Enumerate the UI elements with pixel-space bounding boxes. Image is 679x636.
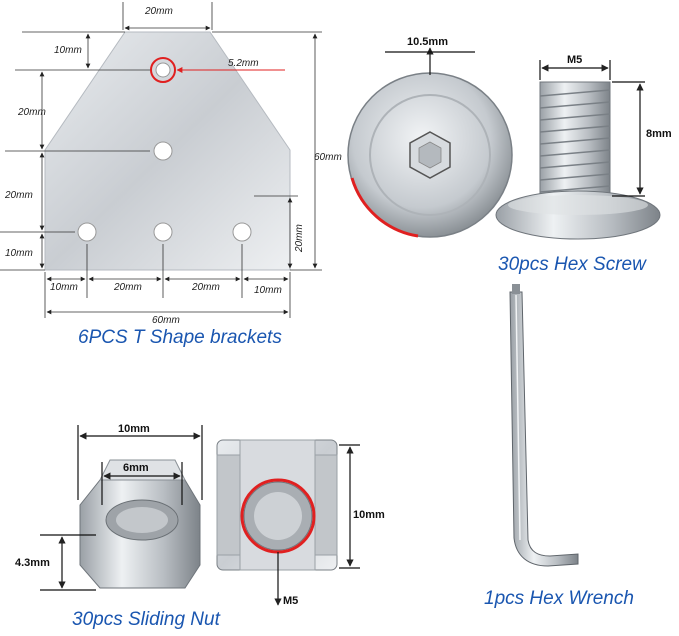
t-bracket: 5.2mm 20mm 10mm 20mm 20mm 10mm 60mm 20mm — [0, 2, 342, 348]
dim-nut-thread: M5 — [283, 595, 298, 607]
dim-left-mid: 20mm — [17, 107, 46, 118]
bracket-hole-right — [232, 222, 252, 242]
hex-wrench: 1pcs Hex Wrench — [484, 284, 634, 609]
dim-screw-length: 8mm — [646, 128, 672, 140]
hex-screw: 10.5mm M5 8mm 30pcs Hex Screw — [347, 36, 672, 275]
dim-top: 20mm — [144, 6, 173, 17]
dim-left-low: 20mm — [4, 190, 33, 201]
sliding-nut: 10mm 6mm 4.3mm M5 10mm 30pcs Sliding Nut — [15, 423, 385, 630]
dim-screw-head: 10.5mm — [407, 36, 448, 48]
nut-caption: 30pcs Sliding Nut — [72, 609, 221, 630]
dim-hole-dia: 5.2mm — [228, 58, 259, 69]
dim-width: 60mm — [152, 315, 180, 326]
dim-nut-width: 10mm — [118, 423, 150, 435]
bracket-hole-center — [153, 222, 173, 242]
dim-nut-height: 4.3mm — [15, 557, 50, 569]
dim-nut-side: 10mm — [353, 509, 385, 521]
dim-height: 60mm — [314, 152, 342, 163]
bracket-caption: 6PCS T Shape brackets — [78, 327, 282, 348]
bracket-hole-left — [77, 222, 97, 242]
dim-left-bottom: 10mm — [5, 248, 33, 259]
screw-thread — [539, 81, 611, 203]
dim-screw-thread: M5 — [567, 54, 582, 66]
hole-highlight-ring — [150, 57, 176, 83]
wrench-caption: 1pcs Hex Wrench — [484, 588, 634, 609]
bracket-hole-top — [155, 62, 171, 78]
dim-b3: 20mm — [191, 282, 220, 293]
dim-hole-top: 10mm — [54, 45, 82, 56]
dim-b1: 10mm — [50, 282, 78, 293]
dim-right-low: 20mm — [294, 224, 305, 253]
bracket-hole-mid — [153, 141, 173, 161]
dim-b2: 20mm — [113, 282, 142, 293]
dim-b4: 10mm — [254, 285, 282, 296]
screw-caption: 30pcs Hex Screw — [498, 254, 647, 275]
dim-nut-inner: 6mm — [123, 462, 149, 474]
